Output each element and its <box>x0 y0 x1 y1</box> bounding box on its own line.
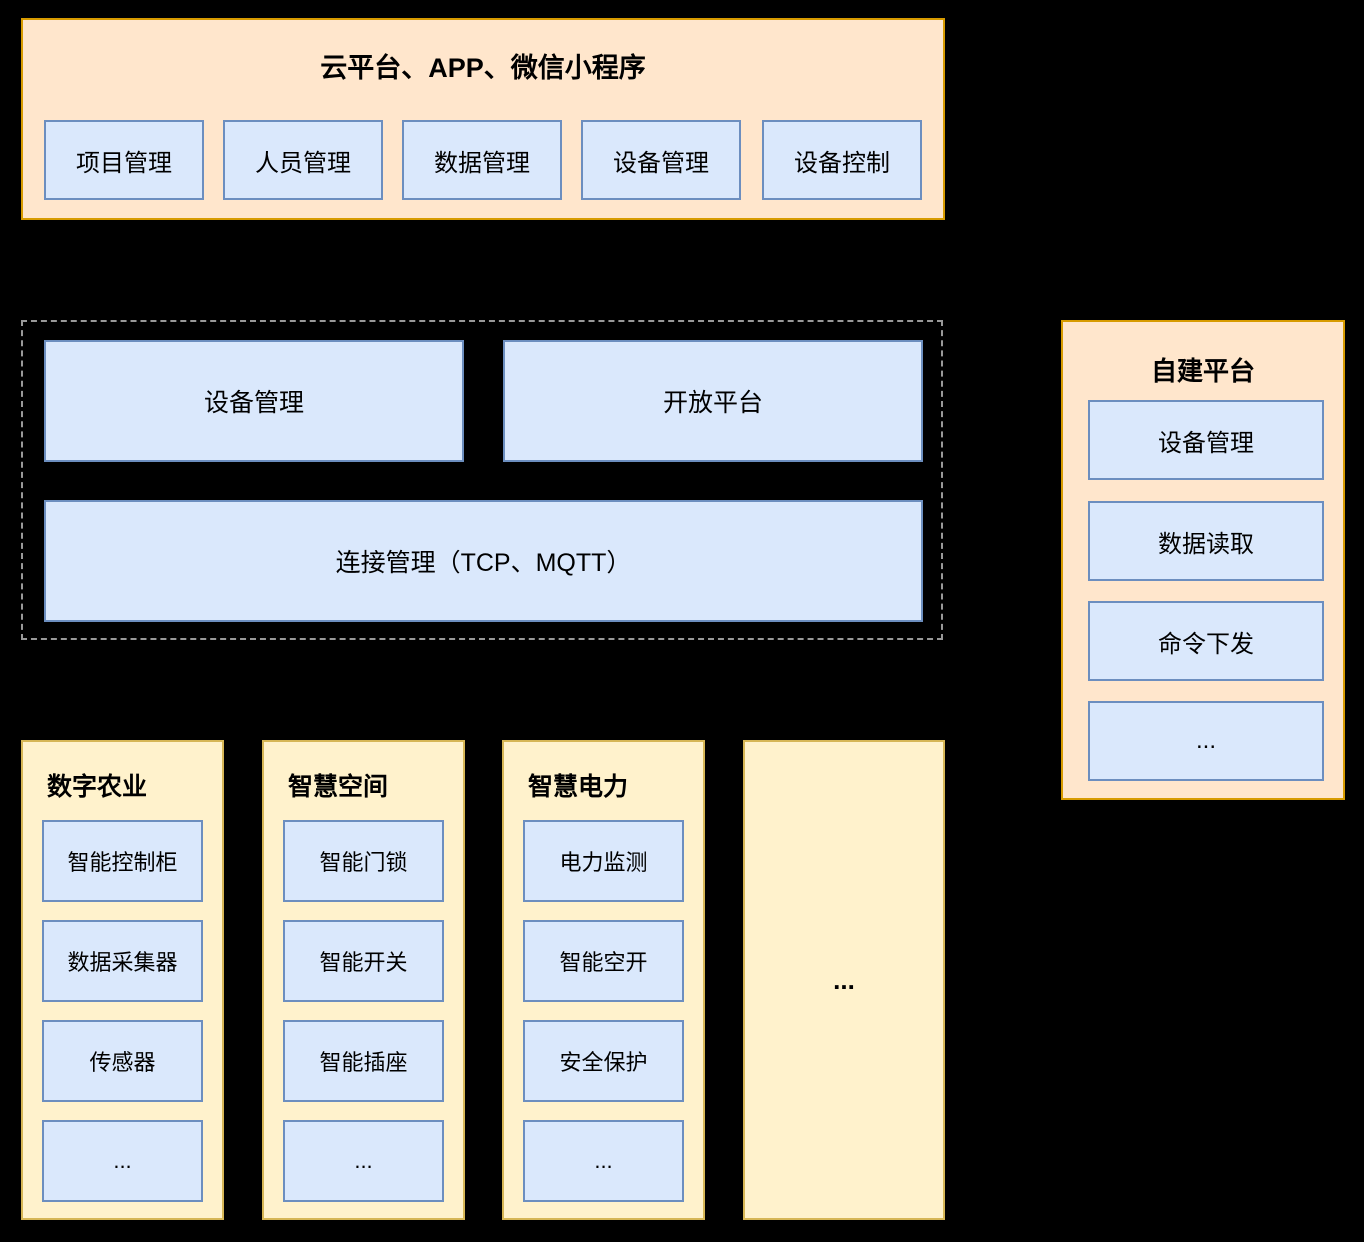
power-monitoring: 电力监测 <box>523 820 684 902</box>
scenario-smart-power-title: 智慧电力 <box>528 773 629 801</box>
power-smart-breaker: 智能空开 <box>523 920 684 1002</box>
space-smart-door-lock: 智能门锁 <box>283 820 444 902</box>
space-smart-socket: 智能插座 <box>283 1020 444 1102</box>
space-smart-switch: 智能开关 <box>283 920 444 1002</box>
cloud-module-personnel-management: 人员管理 <box>223 120 383 200</box>
core-connection-management: 连接管理（TCP、MQTT） <box>44 500 923 622</box>
scenario-smart-space-panel: 智慧空间 智能门锁 智能开关 智能插座 ... <box>262 740 465 1220</box>
scenario-smart-power-panel: 智慧电力 电力监测 智能空开 安全保护 ... <box>502 740 705 1220</box>
core-device-management: 设备管理 <box>44 340 464 462</box>
power-more-ellipsis: ... <box>523 1120 684 1202</box>
self-built-data-read: 数据读取 <box>1088 501 1324 581</box>
cloud-platform-panel: 云平台、APP、微信小程序 项目管理 人员管理 数据管理 设备管理 设备控制 <box>21 18 945 220</box>
scenario-smart-space-title: 智慧空间 <box>288 773 389 801</box>
self-built-platform-title: 自建平台 <box>1150 356 1255 386</box>
cloud-module-device-management: 设备管理 <box>581 120 741 200</box>
agriculture-sensor: 传感器 <box>42 1020 203 1102</box>
self-built-platform-panel: 自建平台 设备管理 数据读取 命令下发 ... <box>1061 320 1345 800</box>
scenario-digital-agriculture-title: 数字农业 <box>47 773 148 801</box>
iot-core-layer-panel: 设备管理 开放平台 连接管理（TCP、MQTT） <box>21 320 943 640</box>
self-built-device-management: 设备管理 <box>1088 400 1324 480</box>
cloud-platform-title: 云平台、APP、微信小程序 <box>320 53 646 83</box>
agriculture-smart-control-cabinet: 智能控制柜 <box>42 820 203 902</box>
scenario-digital-agriculture-panel: 数字农业 智能控制柜 数据采集器 传感器 ... <box>21 740 224 1220</box>
self-built-more-ellipsis: ... <box>1088 701 1324 781</box>
space-more-ellipsis: ... <box>283 1120 444 1202</box>
cloud-module-data-management: 数据管理 <box>402 120 562 200</box>
cloud-module-device-control: 设备控制 <box>762 120 922 200</box>
cloud-module-project-management: 项目管理 <box>44 120 204 200</box>
power-safety-protection: 安全保护 <box>523 1020 684 1102</box>
agriculture-data-collector: 数据采集器 <box>42 920 203 1002</box>
scenario-more-panel: ... <box>743 740 945 1220</box>
self-built-command-dispatch: 命令下发 <box>1088 601 1324 681</box>
agriculture-more-ellipsis: ... <box>42 1120 203 1202</box>
core-open-platform: 开放平台 <box>503 340 923 462</box>
scenario-more-ellipsis: ... <box>833 964 855 995</box>
